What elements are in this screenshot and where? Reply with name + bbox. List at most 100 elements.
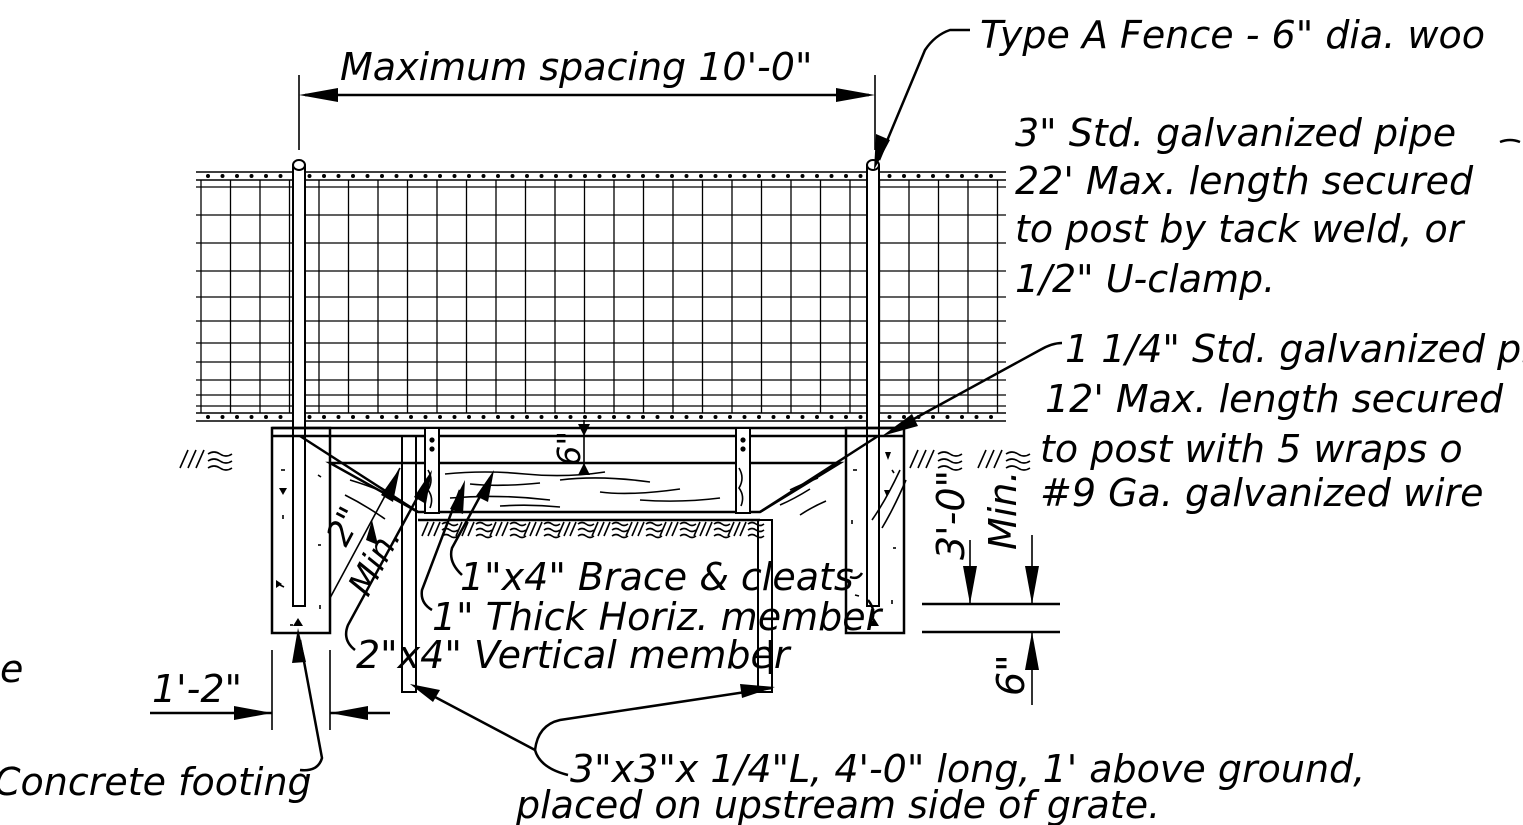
barb [264, 174, 268, 178]
barb [829, 415, 834, 419]
barb [597, 174, 602, 178]
barb [423, 174, 428, 178]
barb [989, 174, 993, 178]
label-pipe3-line3: to post by tack weld, or [1015, 207, 1466, 251]
barb [931, 415, 935, 419]
barb [452, 174, 457, 178]
barb [670, 415, 674, 419]
barb [684, 415, 689, 419]
barb [713, 174, 718, 178]
barb [394, 174, 399, 178]
barb [438, 415, 442, 419]
label-left-cut: e [0, 647, 23, 691]
bottom-barbed-wire [196, 412, 1006, 422]
barb [858, 415, 863, 419]
leader-pipe3 [1499, 138, 1521, 144]
barb [452, 415, 457, 419]
label-pipe3-line4: 1/2" U-clamp. [1015, 257, 1275, 301]
barb [844, 174, 848, 178]
barb [539, 174, 544, 178]
barb [800, 415, 805, 419]
barb [568, 174, 573, 178]
barb [481, 174, 486, 178]
barb [902, 174, 906, 178]
ground-hatch [455, 521, 493, 539]
ground-hatch [523, 521, 561, 539]
barb [989, 415, 993, 419]
barb [481, 415, 486, 419]
barb [626, 174, 631, 178]
vertical-member-left [424, 427, 440, 514]
barb [365, 415, 370, 419]
wire-mesh [196, 180, 1006, 413]
barb [510, 174, 515, 178]
barb [815, 174, 819, 178]
dim-2in-min [329, 467, 401, 599]
barb [597, 415, 602, 419]
barb [336, 174, 341, 178]
barb [409, 174, 413, 178]
leader-pipe114 [882, 341, 1063, 436]
barb [699, 174, 703, 178]
label-max-spacing: Maximum spacing 10'-0" [340, 45, 812, 89]
barb [264, 415, 268, 419]
barb [249, 174, 254, 178]
barb [249, 415, 254, 419]
barb [568, 415, 573, 419]
leader-vertical-member [344, 470, 432, 651]
barb [336, 415, 341, 419]
barb [307, 174, 312, 178]
barb [931, 174, 935, 178]
leader-concrete [292, 628, 324, 772]
barb [757, 174, 761, 178]
barb [583, 174, 587, 178]
barb [409, 415, 413, 419]
ground-symbol-left [179, 449, 233, 471]
barb [699, 415, 703, 419]
leader-angle [410, 684, 775, 777]
barb [307, 415, 312, 419]
angle-right [757, 519, 773, 693]
barb [974, 415, 979, 419]
label-dim-min: Min. [981, 470, 1025, 550]
ground-hatch [625, 521, 663, 539]
barb [394, 415, 399, 419]
ground-hatch [659, 521, 697, 539]
label-dim-1ft2: 1'-2" [152, 667, 242, 711]
label-pipe3-line1: 3" Std. galvanized pipe [1015, 111, 1456, 155]
ground-hatch [693, 521, 731, 539]
barb [525, 415, 529, 419]
barb [626, 415, 631, 419]
barb [728, 415, 732, 419]
barb [887, 415, 892, 419]
barb [278, 415, 283, 419]
ground-hatch [591, 521, 629, 539]
label-brace: 1"x4" Brace & cleats [460, 555, 854, 599]
barb [670, 174, 674, 178]
top-barbed-wire [196, 171, 1006, 181]
label-pipe114-line3: to post with 5 wraps o [1040, 427, 1463, 471]
barb [902, 415, 906, 419]
dim-3ft-min [922, 535, 1060, 705]
barb [786, 174, 790, 178]
barb [916, 174, 921, 178]
label-pipe114-line4: #9 Ga. galvanized wire [1040, 471, 1484, 515]
barb [278, 174, 283, 178]
label-pipe3-line2: 22' Max. length secured [1015, 159, 1474, 203]
ground-hatch [489, 521, 527, 539]
barb [351, 415, 355, 419]
label-horiz-member: 1" Thick Horiz. member [432, 595, 884, 639]
barb [800, 174, 805, 178]
vertical-member-right [735, 427, 751, 514]
barb [945, 174, 950, 178]
barb [380, 174, 384, 178]
barb [960, 415, 964, 419]
barb [496, 174, 500, 178]
barb [322, 415, 326, 419]
barb [771, 174, 776, 178]
dim-1ft2 [150, 650, 390, 730]
barb [641, 174, 645, 178]
barb [510, 415, 515, 419]
horizontal-pipe-1-1-4 [272, 426, 905, 438]
